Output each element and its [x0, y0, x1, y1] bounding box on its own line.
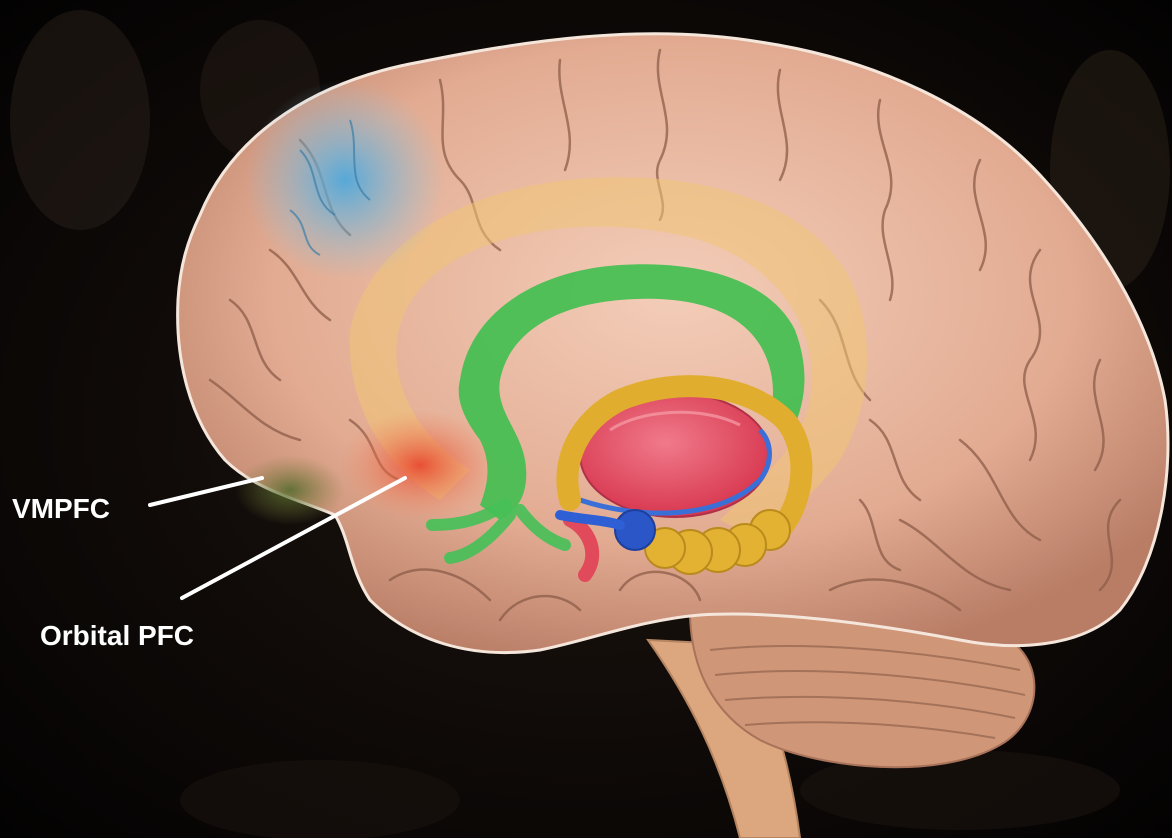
vmpfc-label: VMPFC	[12, 493, 110, 524]
amygdala	[615, 510, 655, 550]
vmpfc-region	[235, 455, 345, 525]
dorsolateral-pfc-region	[245, 80, 445, 280]
orbital-pfc-label: Orbital PFC	[40, 620, 194, 651]
